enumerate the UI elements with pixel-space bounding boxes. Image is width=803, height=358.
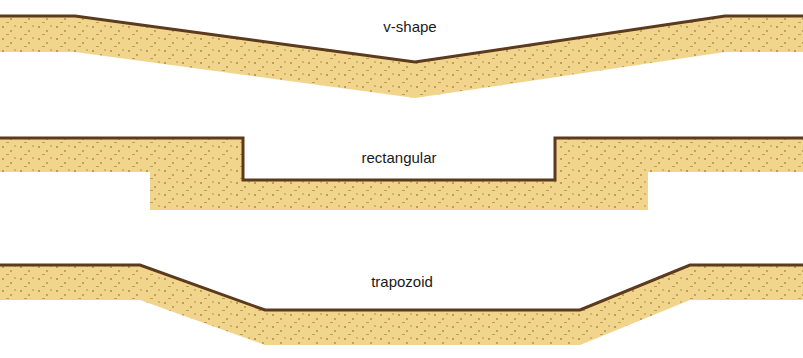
rectangular-channel-bed (0, 138, 803, 180)
v-channel-soil (0, 16, 803, 98)
section-label: trapozoid (371, 274, 433, 291)
trapezoid-channel-bed (0, 265, 803, 310)
v-channel-bed (0, 16, 803, 62)
rectangular-channel-soil (0, 138, 803, 210)
section-label: rectangular (361, 150, 436, 167)
section-label: v-shape (383, 19, 436, 36)
trapezoid-channel-soil (0, 265, 803, 345)
